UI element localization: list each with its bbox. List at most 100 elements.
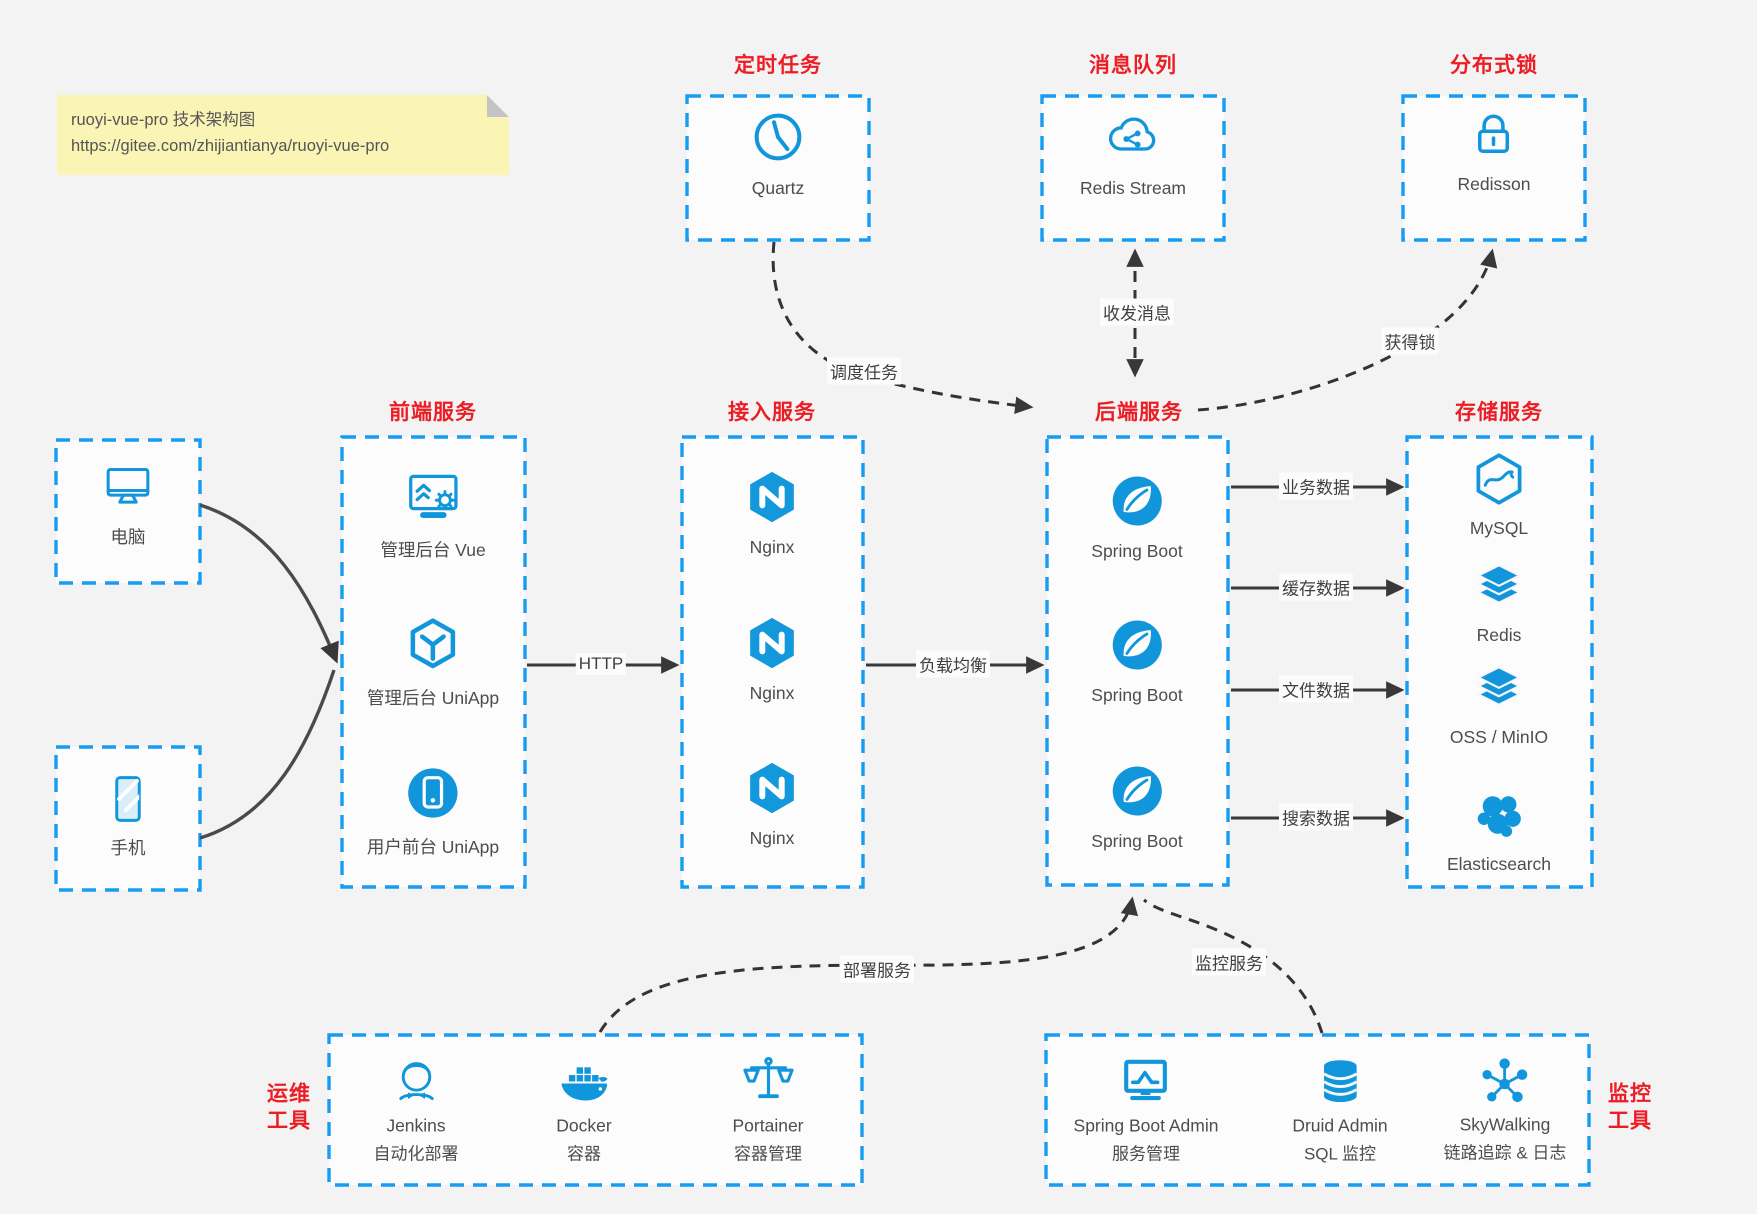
node-sublabel: 服务管理 xyxy=(1111,1144,1180,1164)
mysql-icon xyxy=(1476,453,1522,505)
node-label: Jenkins xyxy=(386,1115,446,1136)
edge-phone-to-frontend xyxy=(199,669,336,840)
node-sublabel: 链路追踪 & 日志 xyxy=(1443,1143,1567,1163)
node-label: Nginx xyxy=(749,537,795,557)
node-oss-minio: OSS / MinIO xyxy=(1450,660,1548,748)
edge-label-message: 收发消息 xyxy=(1100,298,1174,326)
edge-monitor-service-arrow xyxy=(1143,898,1324,1034)
phone-icon xyxy=(115,776,141,822)
edge-label-load-balance: 负载均衡 xyxy=(916,650,990,678)
edge-schedule-task-arrow xyxy=(771,241,1034,414)
node-sublabel: 容器 xyxy=(567,1144,601,1164)
node-sublabel: 自动化部署 xyxy=(373,1144,459,1164)
node-spring-boot-3: Spring Boot xyxy=(1091,760,1183,852)
edge-label-lock: 获得锁 xyxy=(1381,327,1439,355)
node-admin-vue: 管理后台 Vue xyxy=(380,466,486,562)
node-admin-uniapp: 管理后台 UniApp xyxy=(367,612,499,710)
node-portainer: Portainer 容器管理 xyxy=(732,1052,804,1165)
node-label: 用户前台 UniApp xyxy=(366,837,500,857)
node-redis-stream: Redis Stream xyxy=(1080,105,1186,199)
ops-label-line2: 工具 xyxy=(267,1110,311,1133)
node-redis: Redis xyxy=(1470,558,1528,646)
node-sublabel: SQL 监控 xyxy=(1303,1144,1377,1164)
jenkins-icon xyxy=(398,1062,434,1101)
node-redisson: Redisson xyxy=(1457,105,1531,195)
spring-boot-icon xyxy=(1112,620,1162,670)
node-nginx-2: Nginx xyxy=(741,612,803,704)
edge-label-cache: 缓存数据 xyxy=(1279,573,1353,601)
nginx-icon xyxy=(750,471,794,523)
spring-boot-icon xyxy=(1112,766,1162,816)
edge-computer-to-frontend xyxy=(199,503,339,664)
redis-layers-icon xyxy=(1477,564,1521,604)
oss-layers-icon xyxy=(1477,666,1521,706)
title-backend-services: 后端服务 xyxy=(1095,401,1183,424)
node-label: Docker xyxy=(556,1115,612,1136)
node-label: Portainer xyxy=(732,1115,804,1136)
node-nginx-1: Nginx xyxy=(741,466,803,558)
node-nginx-3: Nginx xyxy=(741,757,803,849)
node-user-uniapp: 用户前台 UniApp xyxy=(367,761,499,859)
clock-icon xyxy=(754,113,802,161)
quartz-box xyxy=(685,94,871,242)
node-druid-admin: Druid Admin SQL 监控 xyxy=(1292,1052,1388,1165)
portainer-scales-icon xyxy=(742,1056,794,1099)
database-icon xyxy=(1322,1060,1358,1103)
node-docker: Docker 容器 xyxy=(555,1052,613,1165)
node-label: Redis Stream xyxy=(1079,178,1187,198)
nginx-icon xyxy=(750,617,794,669)
edge-label-http: HTTP xyxy=(575,653,627,675)
title-storage-services: 存储服务 xyxy=(1455,401,1543,424)
mobile-app-circle-icon xyxy=(408,768,458,818)
edge-label-business: 业务数据 xyxy=(1279,472,1353,500)
node-label: SkyWalking xyxy=(1459,1114,1551,1135)
title-note: ruoyi-vue-pro 技术架构图 https://gitee.com/zh… xyxy=(57,95,509,175)
node-label: Spring Boot xyxy=(1091,541,1183,561)
node-sublabel: 容器管理 xyxy=(733,1144,802,1164)
node-spring-boot-2: Spring Boot xyxy=(1091,614,1183,706)
cloud-share-icon xyxy=(1108,117,1156,151)
node-skywalking: SkyWalking 链路追踪 & 日志 xyxy=(1443,1053,1567,1164)
edge-acquire-lock-arrow xyxy=(1197,248,1498,412)
edge-label-deploy: 部署服务 xyxy=(840,955,914,983)
note-url: https://gitee.com/zhijiantianya/ruoyi-vu… xyxy=(71,136,390,155)
node-label: Spring Boot xyxy=(1091,685,1183,705)
node-quartz: Quartz xyxy=(746,105,810,199)
edge-label-schedule: 调度任务 xyxy=(827,357,901,385)
node-mysql: MySQL xyxy=(1469,449,1529,539)
edge-label-monitor: 监控服务 xyxy=(1192,948,1266,976)
title-frontend-services: 前端服务 xyxy=(389,401,477,424)
node-label: Redis xyxy=(1476,625,1522,645)
uniapp-cube-icon xyxy=(410,618,456,669)
node-label: 管理后台 Vue xyxy=(380,540,486,560)
edge-label-search: 搜索数据 xyxy=(1279,803,1353,831)
note-title: ruoyi-vue-pro 技术架构图 xyxy=(71,111,256,129)
node-elasticsearch: Elasticsearch xyxy=(1447,785,1551,875)
admin-chart-monitor-icon xyxy=(1124,1059,1168,1101)
edge-deploy-service-arrow xyxy=(598,896,1139,1033)
node-phone: 手机 xyxy=(101,772,155,860)
computer-box xyxy=(54,438,202,585)
node-label: Redisson xyxy=(1457,174,1531,194)
edge-label-file: 文件数据 xyxy=(1279,675,1353,703)
nginx-icon xyxy=(750,762,794,814)
admin-monitor-gear-icon xyxy=(408,474,458,518)
node-label: 手机 xyxy=(110,838,146,858)
node-spring-boot-1: Spring Boot xyxy=(1091,470,1183,562)
node-label: Nginx xyxy=(749,828,795,848)
ops-tools-box xyxy=(327,1033,864,1187)
docker-icon xyxy=(561,1067,608,1101)
node-label: Druid Admin xyxy=(1292,1115,1388,1136)
node-label: Spring Boot Admin xyxy=(1073,1115,1219,1136)
title-distributed-lock: 分布式锁 xyxy=(1450,54,1538,77)
title-access-services: 接入服务 xyxy=(728,401,816,424)
title-message-queue: 消息队列 xyxy=(1089,54,1177,77)
node-label: OSS / MinIO xyxy=(1449,727,1549,747)
computer-icon xyxy=(106,467,150,504)
node-label: Elasticsearch xyxy=(1446,854,1552,874)
title-scheduled-tasks: 定时任务 xyxy=(734,54,822,77)
node-label: MySQL xyxy=(1469,518,1529,538)
node-label: Nginx xyxy=(749,683,795,703)
node-label: Quartz xyxy=(751,178,805,198)
lock-icon xyxy=(1478,114,1510,153)
